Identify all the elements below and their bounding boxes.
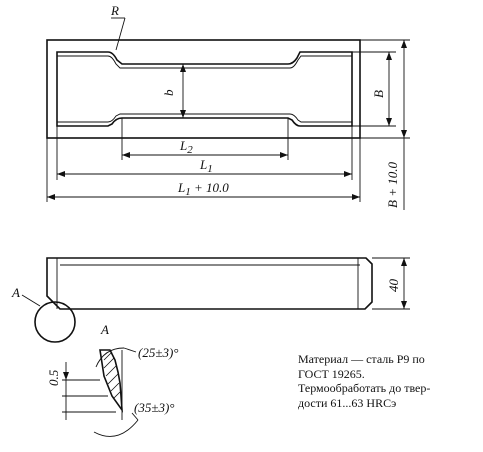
material-note: Материал — сталь Р9 по ГОСТ 19265. Термо… — [298, 352, 478, 410]
dim-Btot-arrow-top — [401, 40, 407, 48]
dim-L1-arrow-left — [57, 171, 65, 177]
dim-B-arrow-top — [386, 52, 392, 60]
note-line-3: Термообработать до твер- — [298, 381, 431, 395]
angle-leader-bottom — [131, 412, 139, 421]
radius-leader — [115, 17, 126, 51]
note-line-1: Материал — сталь Р9 по — [298, 352, 425, 366]
dim-05-label: 0.5 — [46, 369, 61, 386]
angle-top-label: (25±3)° — [138, 345, 179, 360]
section-leader — [21, 294, 41, 307]
dim-b-arrow-top — [180, 64, 186, 72]
specimen-inner-line — [57, 55, 352, 69]
angle-bottom-label: (35±3)° — [134, 400, 175, 415]
radius-label: R — [110, 3, 119, 18]
dim-L2-label: L2 — [179, 138, 193, 156]
dim-L2-arrow-left — [122, 152, 130, 158]
dim-Ltot-arrow-left — [47, 194, 55, 200]
dim-L1-arrow-right — [344, 171, 352, 177]
outer-plate-outline — [46, 39, 361, 139]
dim-L1-label: L1 — [199, 157, 213, 175]
specimen-inner-line-bottom — [57, 113, 352, 123]
section-marker: A — [11, 285, 20, 300]
dim-Btot-arrow-bottom — [401, 130, 407, 138]
detail-wedge — [99, 349, 124, 413]
dim-b-label: b — [161, 89, 176, 96]
dim-L2-arrow-right — [280, 152, 288, 158]
detail-wedge-hatch — [103, 351, 121, 399]
dim-40-label: 40 — [386, 279, 401, 293]
view-marker: A — [100, 322, 109, 337]
angle-arc-bottom — [93, 419, 139, 437]
detail-circle — [34, 301, 76, 343]
side-view-outline — [46, 257, 373, 310]
dim-B-label: B — [371, 90, 386, 98]
dim-Ltot-label: L1 + 10.0 — [177, 180, 229, 198]
dim-40-arrow-bottom — [401, 301, 407, 309]
dim-Ltot-arrow-right — [352, 194, 360, 200]
dim-05-arrow — [63, 372, 69, 380]
dim-B-arrow-bottom — [386, 118, 392, 126]
angle-arc-top — [95, 347, 125, 368]
note-line-2: ГОСТ 19265. — [298, 366, 365, 381]
specimen-outline — [56, 51, 353, 127]
angle-leader-top — [123, 347, 137, 353]
dim-40-arrow-top — [401, 258, 407, 266]
dim-Btot-label: B + 10.0 — [385, 162, 400, 208]
dim-b-arrow-bottom — [180, 110, 186, 118]
note-line-4: дости 61...63 HRCэ — [298, 395, 397, 410]
